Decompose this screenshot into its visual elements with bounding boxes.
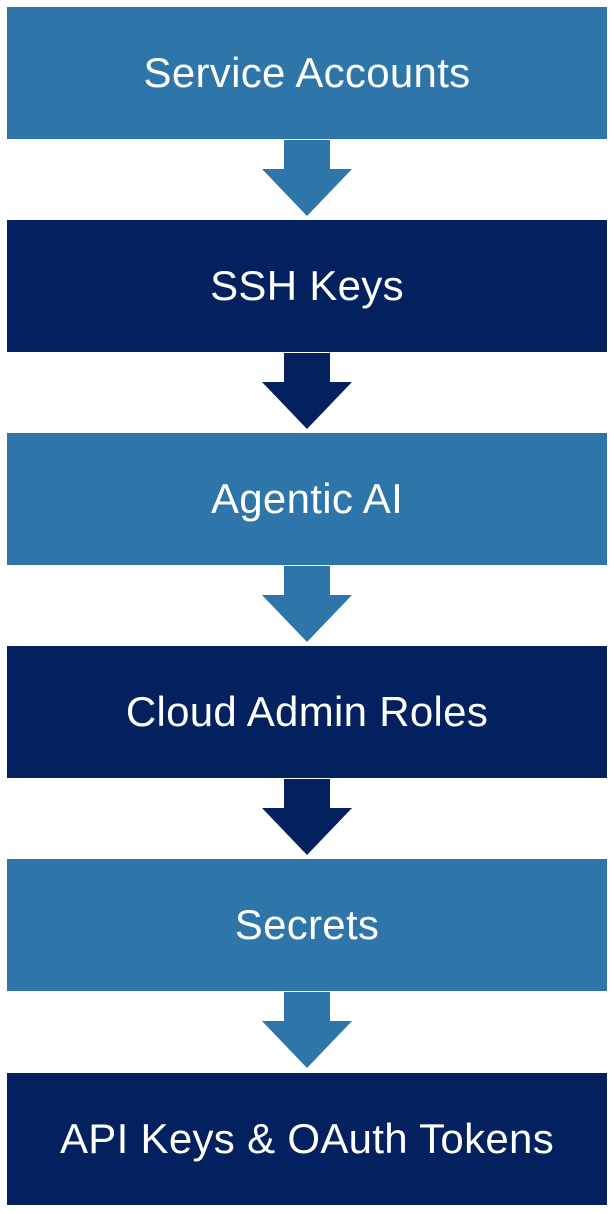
down-arrow-shape [262, 566, 352, 642]
step-label-2: SSH Keys [210, 262, 404, 309]
step-label-6: API Keys & OAuth Tokens [59, 1115, 555, 1162]
step-label-4: Cloud Admin Roles [125, 688, 489, 735]
down-arrow-shape [262, 992, 352, 1068]
step-box-5: Secrets [7, 859, 607, 991]
down-arrow-shape [262, 353, 352, 429]
down-arrow-icon [262, 566, 352, 642]
down-arrow-shape [262, 779, 352, 855]
step-label-5: Secrets [234, 901, 380, 948]
step-box-2: SSH Keys [7, 220, 607, 352]
step-label-3: Agentic AI [210, 475, 404, 522]
step-box-1: Service Accounts [7, 7, 607, 139]
step-box-6: API Keys & OAuth Tokens [7, 1073, 607, 1205]
down-arrow-icon [262, 353, 352, 429]
step-box-3: Agentic AI [7, 433, 607, 565]
down-arrow-icon [262, 140, 352, 216]
step-box-4: Cloud Admin Roles [7, 646, 607, 778]
down-arrow-icon [262, 779, 352, 855]
down-arrow-shape [262, 140, 352, 216]
down-arrow-icon [262, 992, 352, 1068]
step-label-1: Service Accounts [143, 49, 471, 96]
